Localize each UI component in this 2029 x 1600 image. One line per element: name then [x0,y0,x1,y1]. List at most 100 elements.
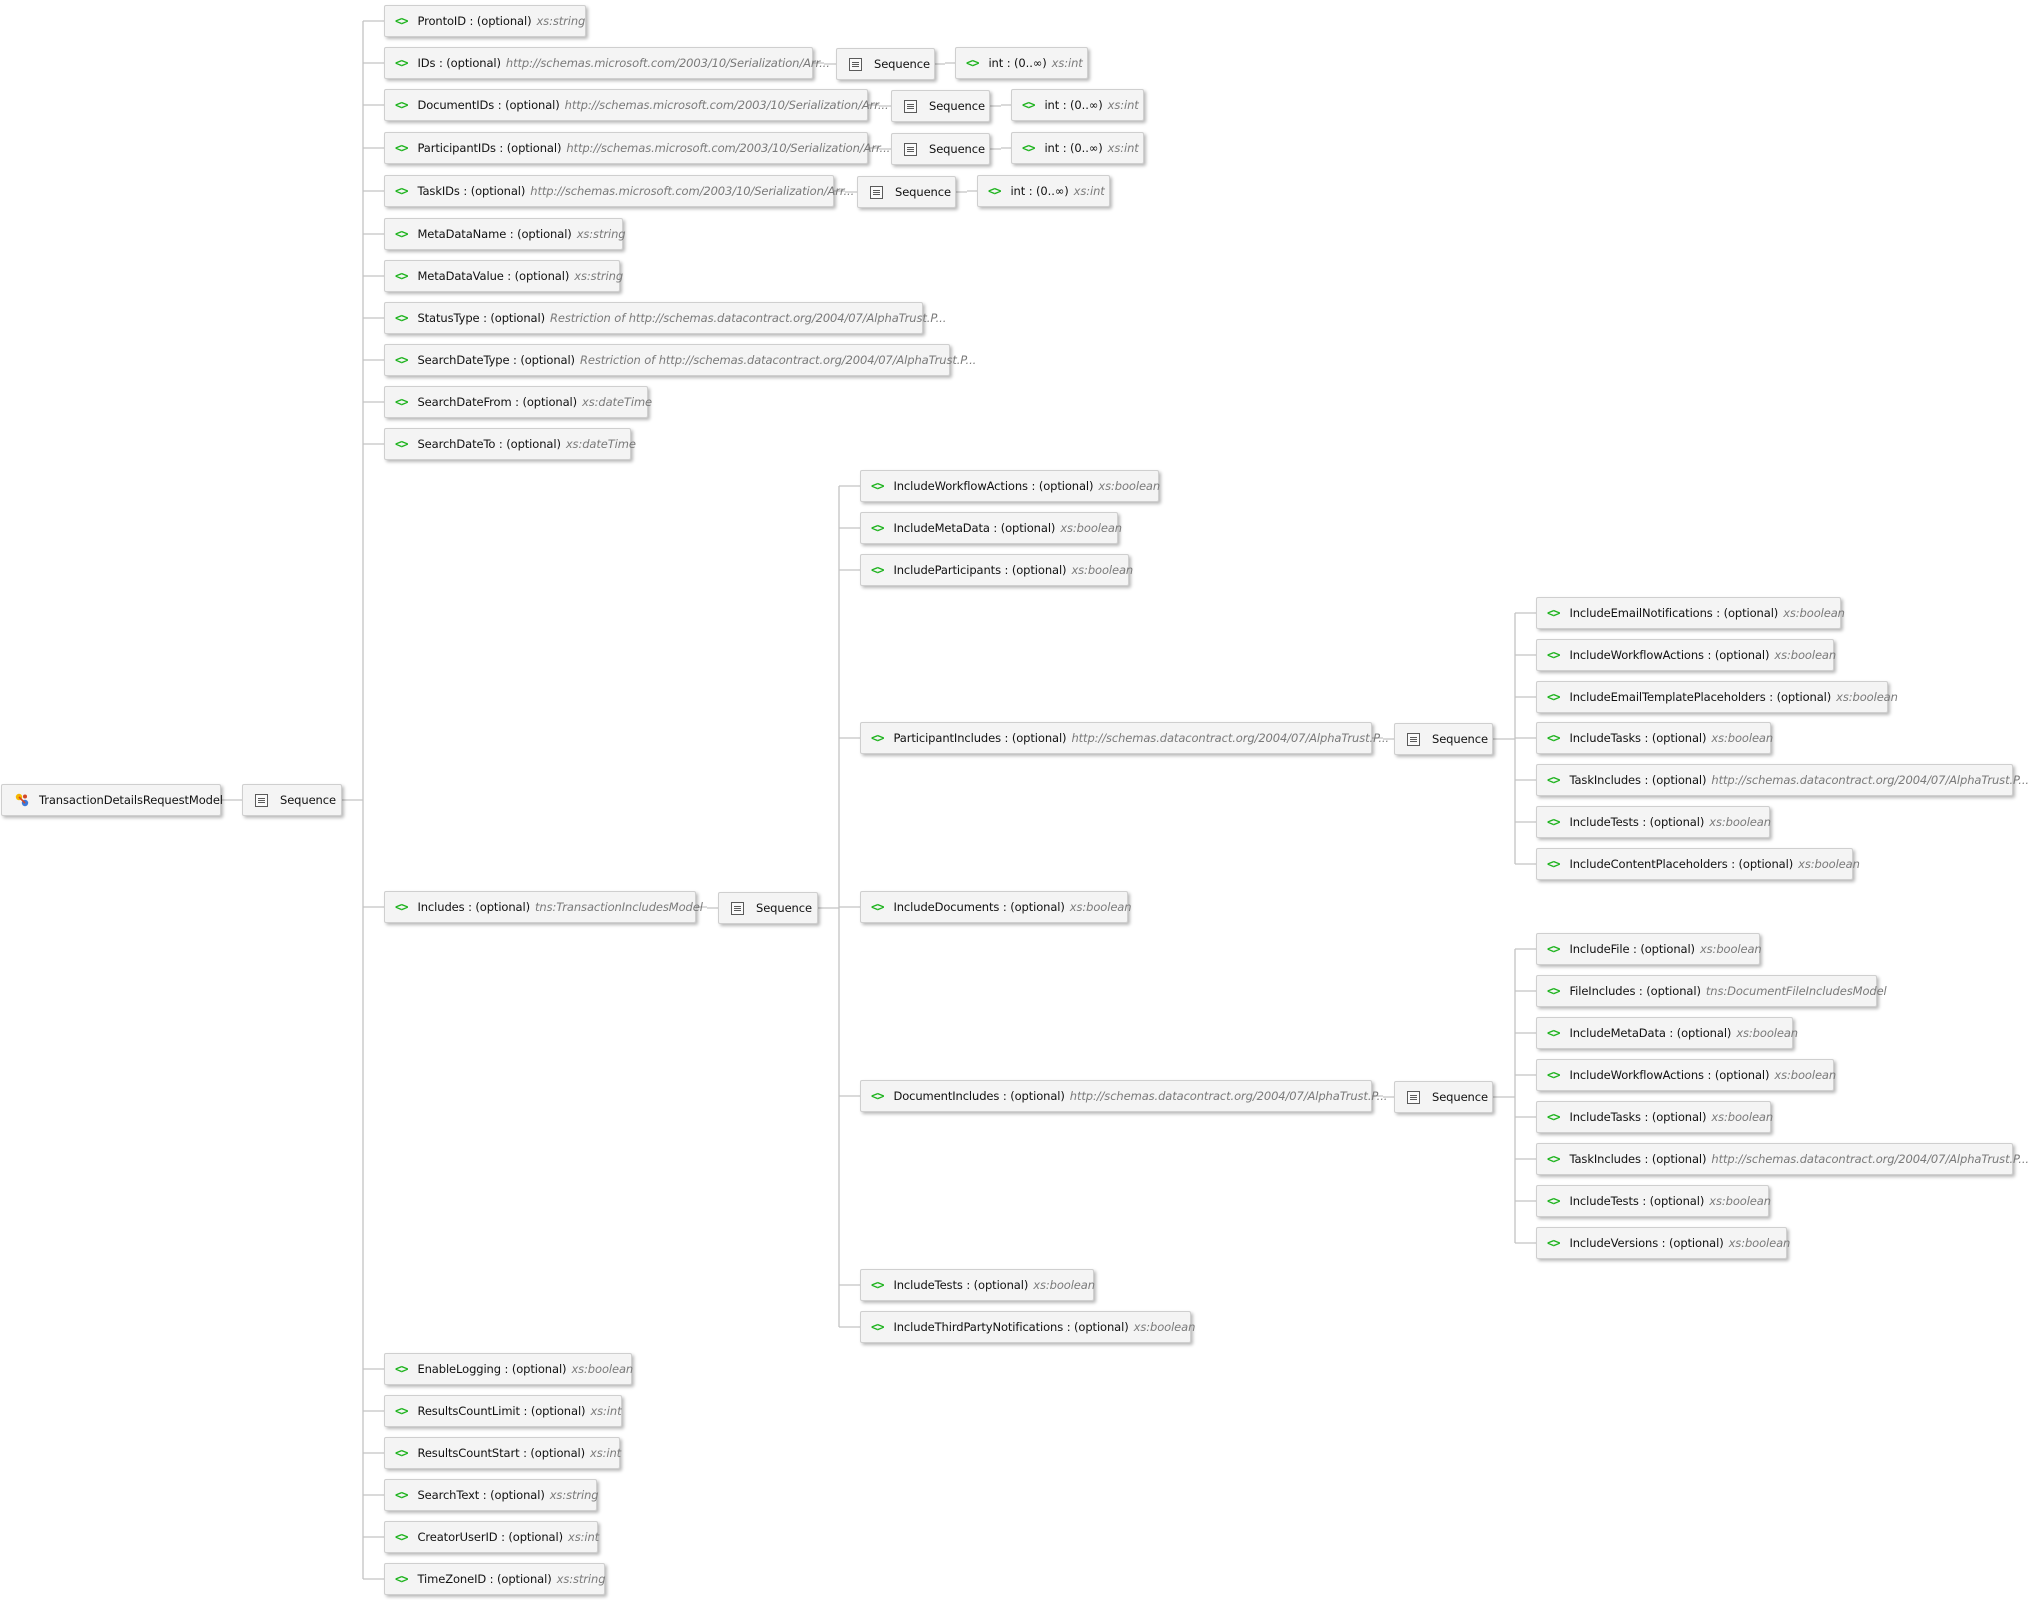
element-node-include-tasks[interactable]: <>IncludeTasks : (optional)xs:boolean [1536,1101,1773,1133]
connector-line [990,104,1011,107]
element-node-time-zone-id[interactable]: <>TimeZoneID : (optional)xs:string [384,1563,606,1595]
element-node-include-tests[interactable]: <>IncludeTests : (optional)xs:boolean [1536,1185,1771,1217]
element-node-include-workflow-actions[interactable]: <>IncludeWorkflowActions : (optional)xs:… [1536,639,1836,671]
element-node-include-workflow-actions[interactable]: <>IncludeWorkflowActions : (optional)xs:… [860,470,1160,502]
sequence-node[interactable]: Sequence [891,90,990,122]
element-icon: <> [1547,815,1560,829]
node-name: Sequence [1432,732,1488,746]
element-node-document-includes[interactable]: <>DocumentIncludes : (optional)http://sc… [860,1080,1387,1112]
element-node-status-type[interactable]: <>StatusType : (optional)Restriction of … [384,302,946,334]
element-name: MetaDataValue [417,269,504,283]
type-name: http://schemas.microsoft.com/2003/10/Ser… [530,184,855,198]
sequence-node[interactable]: Sequence [718,892,818,924]
element-node-include-workflow-actions[interactable]: <>IncludeWorkflowActions : (optional)xs:… [1536,1059,1836,1091]
element-icon: <> [395,1530,408,1544]
connector-line [696,906,718,909]
occurrence: (optional) [1738,857,1794,871]
element-node-include-participants[interactable]: <>IncludeParticipants : (optional)xs:boo… [860,554,1133,586]
element-node-int[interactable]: <>int : (0..∞)xs:int [1011,89,1144,121]
element-node-include-versions[interactable]: <>IncludeVersions : (optional)xs:boolean [1536,1227,1790,1259]
element-node-int[interactable]: <>int : (0..∞)xs:int [977,175,1110,207]
element-node-task-includes[interactable]: <>TaskIncludes : (optional)http://schema… [1536,1143,2029,1175]
element-node-meta-data-value[interactable]: <>MetaDataValue : (optional)xs:string [384,260,623,292]
element-icon: <> [1547,648,1560,662]
element-node-includes[interactable]: <>Includes : (optional)tns:TransactionIn… [384,891,703,923]
name-separator: : [479,311,491,325]
sequence-node[interactable]: Sequence [1394,723,1493,755]
element-name: IncludeContentPlaceholders [1569,857,1728,871]
type-name: xs:int [1051,56,1083,70]
element-node-enable-logging[interactable]: <>EnableLogging : (optional)xs:boolean [384,1353,633,1385]
element-name: Includes [417,900,465,914]
element-node-pronto-id[interactable]: <>ProntoID : (optional)xs:string [384,5,586,37]
element-name: IncludeThirdPartyNotifications [893,1320,1064,1334]
element-node-search-date-type[interactable]: <>SearchDateType : (optional)Restriction… [384,344,976,376]
element-node-include-meta-data[interactable]: <>IncludeMetaData : (optional)xs:boolean [1536,1017,1798,1049]
element-node-participant-ids[interactable]: <>ParticipantIDs : (optional)http://sche… [384,132,890,164]
name-separator: : [506,227,518,241]
type-name: tns:TransactionIncludesModel [535,900,703,914]
occurrence: (optional) [476,14,532,28]
element-node-include-content-placeholders[interactable]: <>IncludeContentPlaceholders : (optional… [1536,848,1860,880]
root-node[interactable]: TransactionDetailsRequestModel [1,784,223,816]
element-icon: <> [395,14,408,28]
element-node-int[interactable]: <>int : (0..∞)xs:int [955,47,1088,79]
node-name: Sequence [280,793,336,807]
element-icon: <> [395,353,408,367]
name-separator: : [1640,773,1652,787]
occurrence: (optional) [475,900,530,914]
element-node-search-text[interactable]: <>SearchText : (optional)xs:string [384,1479,599,1511]
element-node-results-count-start[interactable]: <>ResultsCountStart : (optional)xs:int [384,1437,621,1469]
element-name: ResultsCountStart [417,1446,520,1460]
type-name: Restriction of http://schemas.datacontra… [550,311,947,325]
node-name: Sequence [874,57,930,71]
occurrence: (optional) [1649,1194,1705,1208]
element-node-include-email-template-placeholders[interactable]: <>IncludeEmailTemplatePlaceholders : (op… [1536,681,1898,713]
element-node-include-meta-data[interactable]: <>IncludeMetaData : (optional)xs:boolean [860,512,1122,544]
element-node-participant-includes[interactable]: <>ParticipantIncludes : (optional)http:/… [860,722,1389,754]
name-separator: : [1658,1236,1669,1250]
occurrence: (optional) [1651,773,1707,787]
element-node-meta-data-name[interactable]: <>MetaDataName : (optional)xs:string [384,218,626,250]
type-name: xs:int [1107,98,1139,112]
element-node-search-date-from[interactable]: <>SearchDateFrom : (optional)xs:dateTime [384,386,652,418]
element-node-task-includes[interactable]: <>TaskIncludes : (optional)http://schema… [1536,764,2029,796]
element-node-task-ids[interactable]: <>TaskIDs : (optional)http://schemas.mic… [384,175,854,207]
element-icon: <> [395,900,408,914]
element-node-include-documents[interactable]: <>IncludeDocuments : (optional)xs:boolea… [860,891,1132,923]
element-node-include-tests[interactable]: <>IncludeTests : (optional)xs:boolean [1536,806,1771,838]
element-node-include-file[interactable]: <>IncludeFile : (optional)xs:boolean [1536,933,1762,965]
element-node-include-tasks[interactable]: <>IncludeTasks : (optional)xs:boolean [1536,722,1773,754]
element-node-include-third-party-notifications[interactable]: <>IncludeThirdPartyNotifications : (opti… [860,1311,1195,1343]
name-separator: : [1638,815,1650,829]
element-name: TaskIDs [417,184,460,198]
element-node-include-email-notifications[interactable]: <>IncludeEmailNotifications : (optional)… [1536,597,1845,629]
element-node-file-includes[interactable]: <>FileIncludes : (optional)tns:DocumentF… [1536,975,1887,1007]
connector-line [834,190,857,193]
element-node-int[interactable]: <>int : (0..∞)xs:int [1011,132,1144,164]
element-name: IncludeWorkflowActions [1569,648,1704,662]
sequence-node[interactable]: Sequence [857,176,956,208]
element-node-ids[interactable]: <>IDs : (optional)http://schemas.microso… [384,47,830,79]
element-node-document-ids[interactable]: <>DocumentIDs : (optional)http://schemas… [384,89,889,121]
element-node-search-date-to[interactable]: <>SearchDateTo : (optional)xs:dateTime [384,428,636,460]
element-node-include-tests[interactable]: <>IncludeTests : (optional)xs:boolean [860,1269,1095,1301]
type-name: xs:boolean [1709,1194,1771,1208]
element-node-results-count-limit[interactable]: <>ResultsCountLimit : (optional)xs:int [384,1395,622,1427]
sequence-node[interactable]: Sequence [836,48,935,80]
sequence-node[interactable]: Sequence [242,784,342,816]
sequence-node[interactable]: Sequence [891,133,990,165]
element-icon: <> [1547,606,1560,620]
sequence-node[interactable]: Sequence [1394,1081,1493,1113]
sequence-icon [255,793,268,807]
element-name: IDs [417,56,436,70]
occurrence: (optional) [508,1530,563,1544]
node-name: Sequence [1432,1090,1488,1104]
element-name: int [1044,141,1060,155]
element-icon: <> [395,98,408,112]
occurrence: (optional) [530,1404,586,1418]
element-node-creator-user-id[interactable]: <>CreatorUserID : (optional)xs:int [384,1521,599,1553]
name-separator: : [1640,1152,1652,1166]
element-icon: <> [871,1089,884,1103]
